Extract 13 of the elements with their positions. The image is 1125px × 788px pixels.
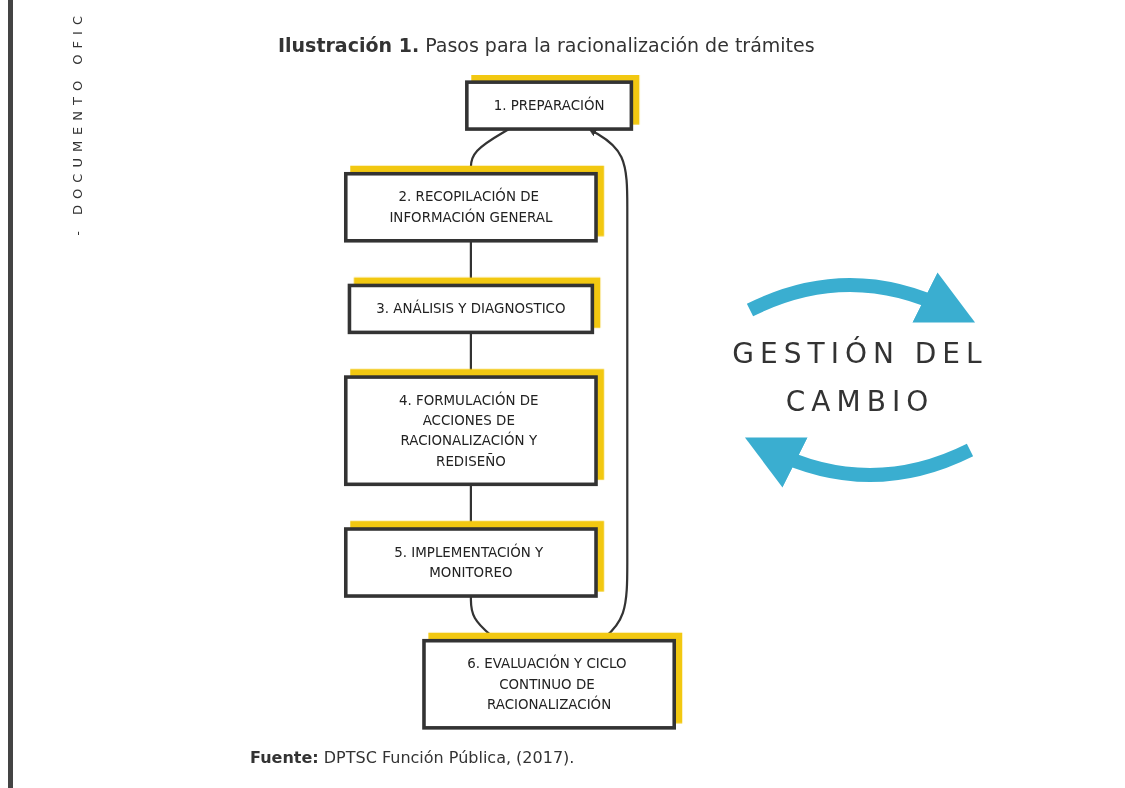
node-box: 2. RECOPILACIÓN DE INFORMACIÓN GENERAL <box>344 171 598 243</box>
node-box: 6. EVALUACIÓN Y CICLO CONTINUO DE RACIONALIZACIÓN <box>422 638 676 730</box>
source-caption: Fuente: DPTSC Función Pública, (2017). <box>250 748 575 767</box>
node-box: 4. FORMULACIÓN DE ACCIONES DE RACIONALIZACIÓN Y REDISEÑO <box>344 375 598 487</box>
figure-title: Ilustración 1. Pasos para la racionalización de trámites <box>278 34 815 56</box>
arrow <box>466 240 475 286</box>
running-header: - DOCUMENTO OFIC <box>70 10 85 236</box>
center-label: GESTIÓN DEL CAMBIO <box>731 335 989 420</box>
node-box: 3. ANÁLISIS Y DIAGNOSTICO <box>347 283 595 335</box>
node-box: 5. IMPLEMENTACIÓN Y MONITOREO <box>344 527 598 598</box>
arrow <box>466 484 475 530</box>
arrow <box>466 332 475 378</box>
node-box: 1. PREPARACIÓN <box>465 80 634 131</box>
